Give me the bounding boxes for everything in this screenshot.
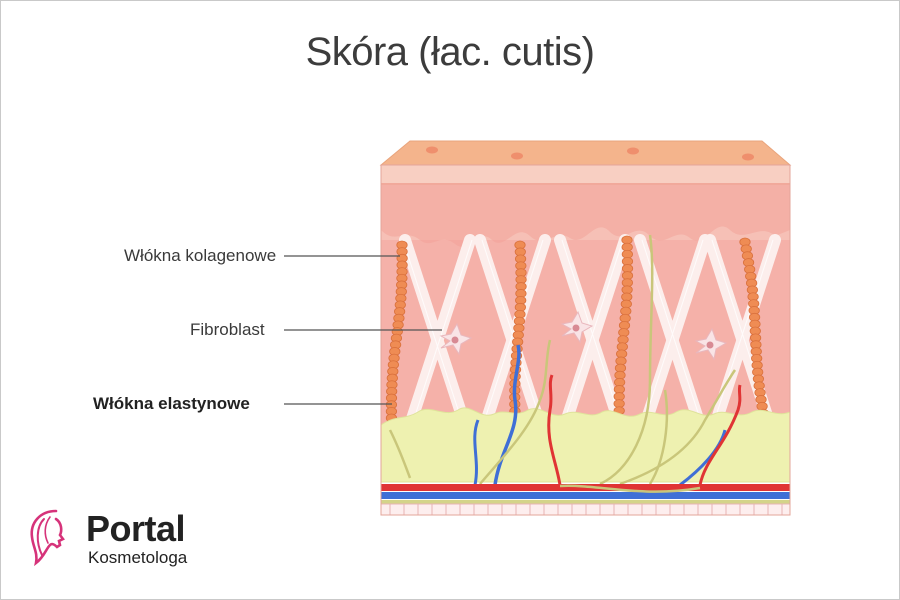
label-fibroblast: Fibroblast — [190, 320, 265, 339]
nerve-fiber — [388, 429, 412, 479]
nerve-horizontal — [381, 500, 790, 504]
artery-branch — [698, 384, 742, 486]
logo-main-text: Portal — [86, 508, 186, 549]
surface-pore — [511, 152, 523, 160]
woman-profile-icon — [30, 509, 65, 567]
nerve-fiber — [599, 234, 654, 486]
label-elastin: Włókna elastynowe — [93, 394, 250, 413]
epidermis-layer — [381, 165, 790, 183]
skin-block-outline — [380, 164, 791, 516]
vein-branch — [473, 419, 480, 486]
surface-pore — [742, 153, 754, 161]
logo-sub-text: Kosmetologa — [88, 548, 188, 567]
surface-pore — [627, 147, 639, 155]
fibroblast-cell — [439, 322, 473, 356]
epidermis-surface — [379, 140, 792, 166]
collagen-fibers — [385, 235, 771, 430]
adipose-layer — [381, 407, 790, 483]
fibroblast-cell — [694, 327, 728, 361]
nerve-fiber — [479, 339, 552, 485]
collagen-bundles — [399, 234, 781, 431]
vein-horizontal — [381, 492, 790, 499]
artery-branch — [547, 374, 562, 486]
logo: Portal Kosmetologa — [22, 505, 212, 575]
diagram-title: Skóra (łac. cutis) — [305, 30, 595, 74]
vein-branch — [679, 429, 727, 487]
label-collagen: Włókna kolagenowe — [124, 246, 277, 265]
nerve-fiber — [619, 369, 737, 486]
fibroblast-cell — [560, 310, 594, 344]
surface-pore — [426, 146, 438, 154]
papillary-edge — [381, 185, 790, 247]
nerve-fiber — [648, 389, 669, 485]
